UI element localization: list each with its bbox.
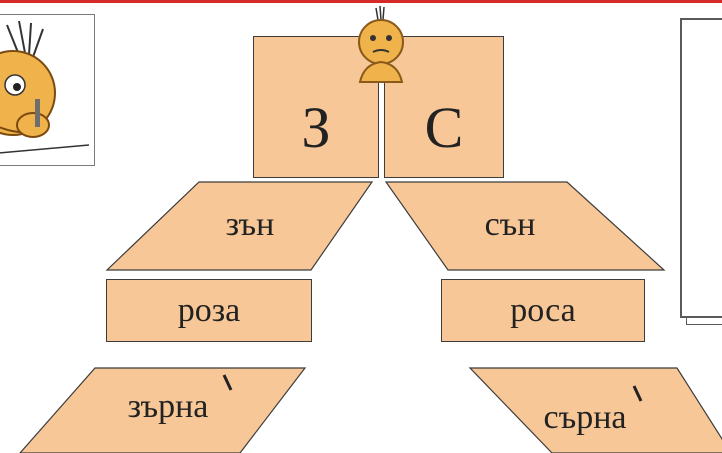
empty-card-shadow [686, 318, 722, 325]
right-bottom-slant-panel [468, 367, 722, 453]
left-top-slant-panel [105, 181, 374, 271]
letter-left: З [301, 94, 331, 160]
word-left-top: зън [180, 205, 320, 245]
letter-panel-left: З [253, 36, 379, 178]
stress-mark-icon [222, 374, 233, 391]
left-bottom-slant-panel [19, 367, 307, 453]
mascot-thinking-icon [0, 20, 90, 154]
word-left-bottom-text: зърна [127, 388, 209, 425]
word-left-mid: роза [177, 291, 241, 329]
stress-mark-icon [632, 385, 643, 402]
letter-panel-right: С [384, 36, 504, 178]
mascot-picture-card [0, 14, 95, 166]
right-top-slant-panel [384, 181, 666, 271]
empty-picture-card [680, 18, 722, 318]
top-accent-line [0, 0, 722, 3]
word-right-mid: роса [510, 291, 576, 329]
rect-panel-right: роса [441, 279, 645, 342]
word-left-top-text: зън [225, 206, 275, 243]
word-right-top-text: сън [484, 206, 536, 243]
word-right-bottom-text: сърна [543, 399, 627, 436]
word-right-bottom: сърна [510, 396, 660, 440]
letter-right: С [424, 94, 464, 160]
rect-panel-left: роза [106, 279, 312, 342]
word-right-top: сън [440, 205, 580, 245]
mascot-head-icon [358, 5, 404, 83]
word-left-bottom: зърна [88, 385, 248, 429]
